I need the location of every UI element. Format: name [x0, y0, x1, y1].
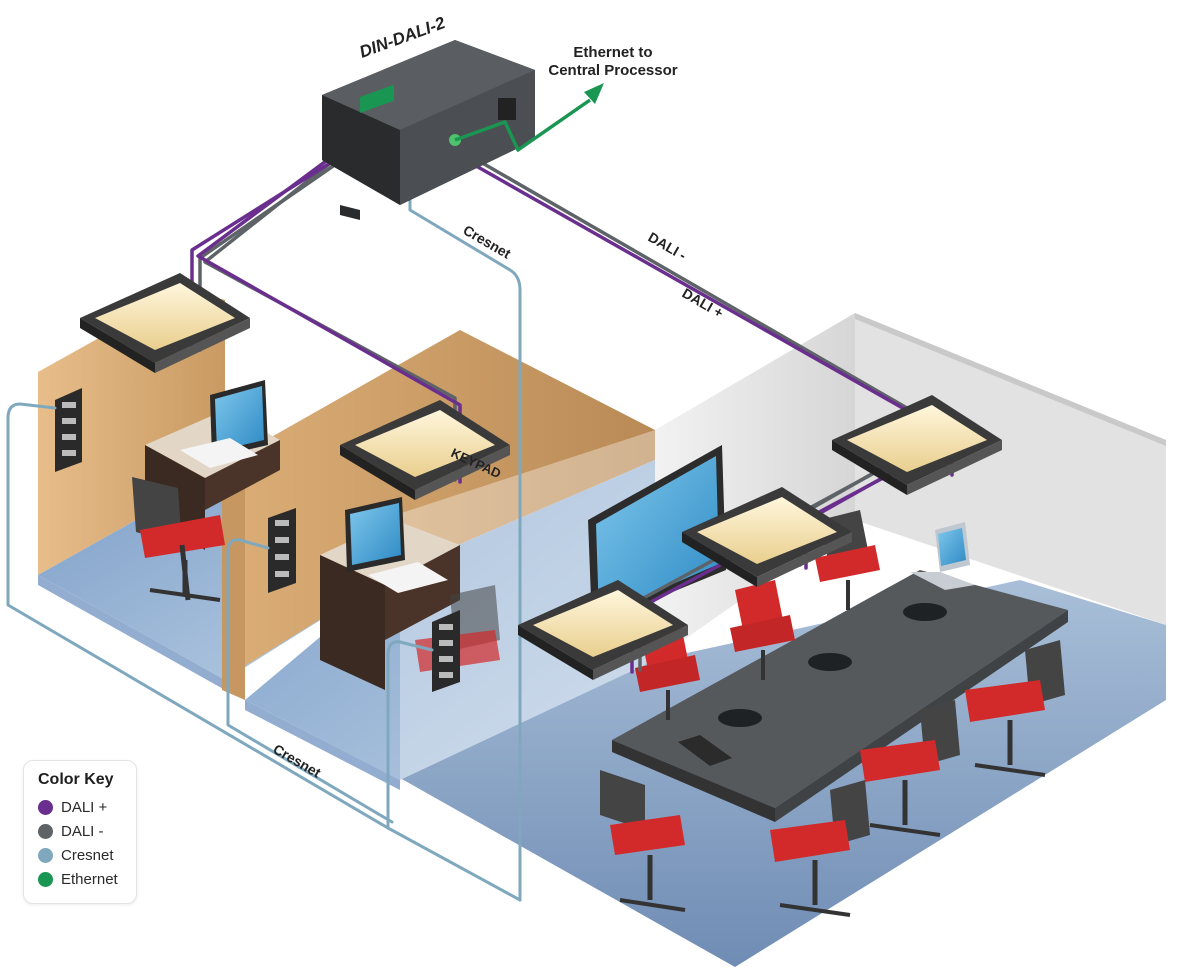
dali-minus-label: DALI -: [646, 229, 690, 264]
legend-item-dali-minus: DALI -: [38, 823, 104, 840]
ethernet-label-line2: Central Processor: [548, 62, 677, 79]
light-fixture-icon: [518, 580, 688, 680]
conference-right-wall: [855, 313, 1166, 625]
chair-icon: [132, 477, 225, 602]
legend-label: Cresnet: [61, 847, 114, 864]
keypads: [55, 388, 460, 692]
keypad-icon: [268, 508, 296, 593]
color-key-legend: Color Key DALI + DALI - Cresnet Ethernet: [23, 760, 137, 904]
dali-minus-swatch: [38, 824, 53, 839]
conference-phone-icon: [718, 709, 762, 727]
partition-wall: [222, 465, 245, 700]
legend-label: Ethernet: [61, 871, 118, 888]
din-dali-2-device: [322, 40, 535, 220]
light-fixture-icon: [340, 400, 510, 500]
ethernet-label-line1: Ethernet to: [573, 44, 652, 61]
dali-plus-swatch: [38, 800, 53, 815]
conference-table: [612, 570, 1068, 808]
legend-label: DALI +: [61, 799, 108, 816]
conference-phone-icon: [808, 653, 852, 671]
legend-item-dali-plus: DALI +: [38, 799, 107, 816]
cresnet-swatch: [38, 848, 53, 863]
ethernet-swatch: [38, 872, 53, 887]
keypad-icon: [55, 388, 82, 472]
glass-partition: [380, 430, 655, 780]
light-fixtures: [80, 273, 1002, 680]
legend-label: DALI -: [61, 823, 104, 840]
legend-item-cresnet: Cresnet: [38, 847, 114, 864]
ethernet-wiring: [454, 83, 604, 152]
legend-item-ethernet: Ethernet: [38, 871, 118, 888]
light-fixture-icon: [832, 395, 1002, 495]
arrow-icon: [584, 83, 604, 104]
light-fixture-icon: [682, 487, 852, 587]
keyboard-icon: [678, 735, 732, 766]
color-key-title: Color Key: [38, 771, 114, 788]
keypad-icon: [432, 610, 460, 692]
light-fixture-icon: [80, 273, 250, 373]
conference-phone-icon: [903, 603, 947, 621]
cresnet-wiring: [6, 163, 522, 902]
laptop-icon: [910, 522, 975, 590]
